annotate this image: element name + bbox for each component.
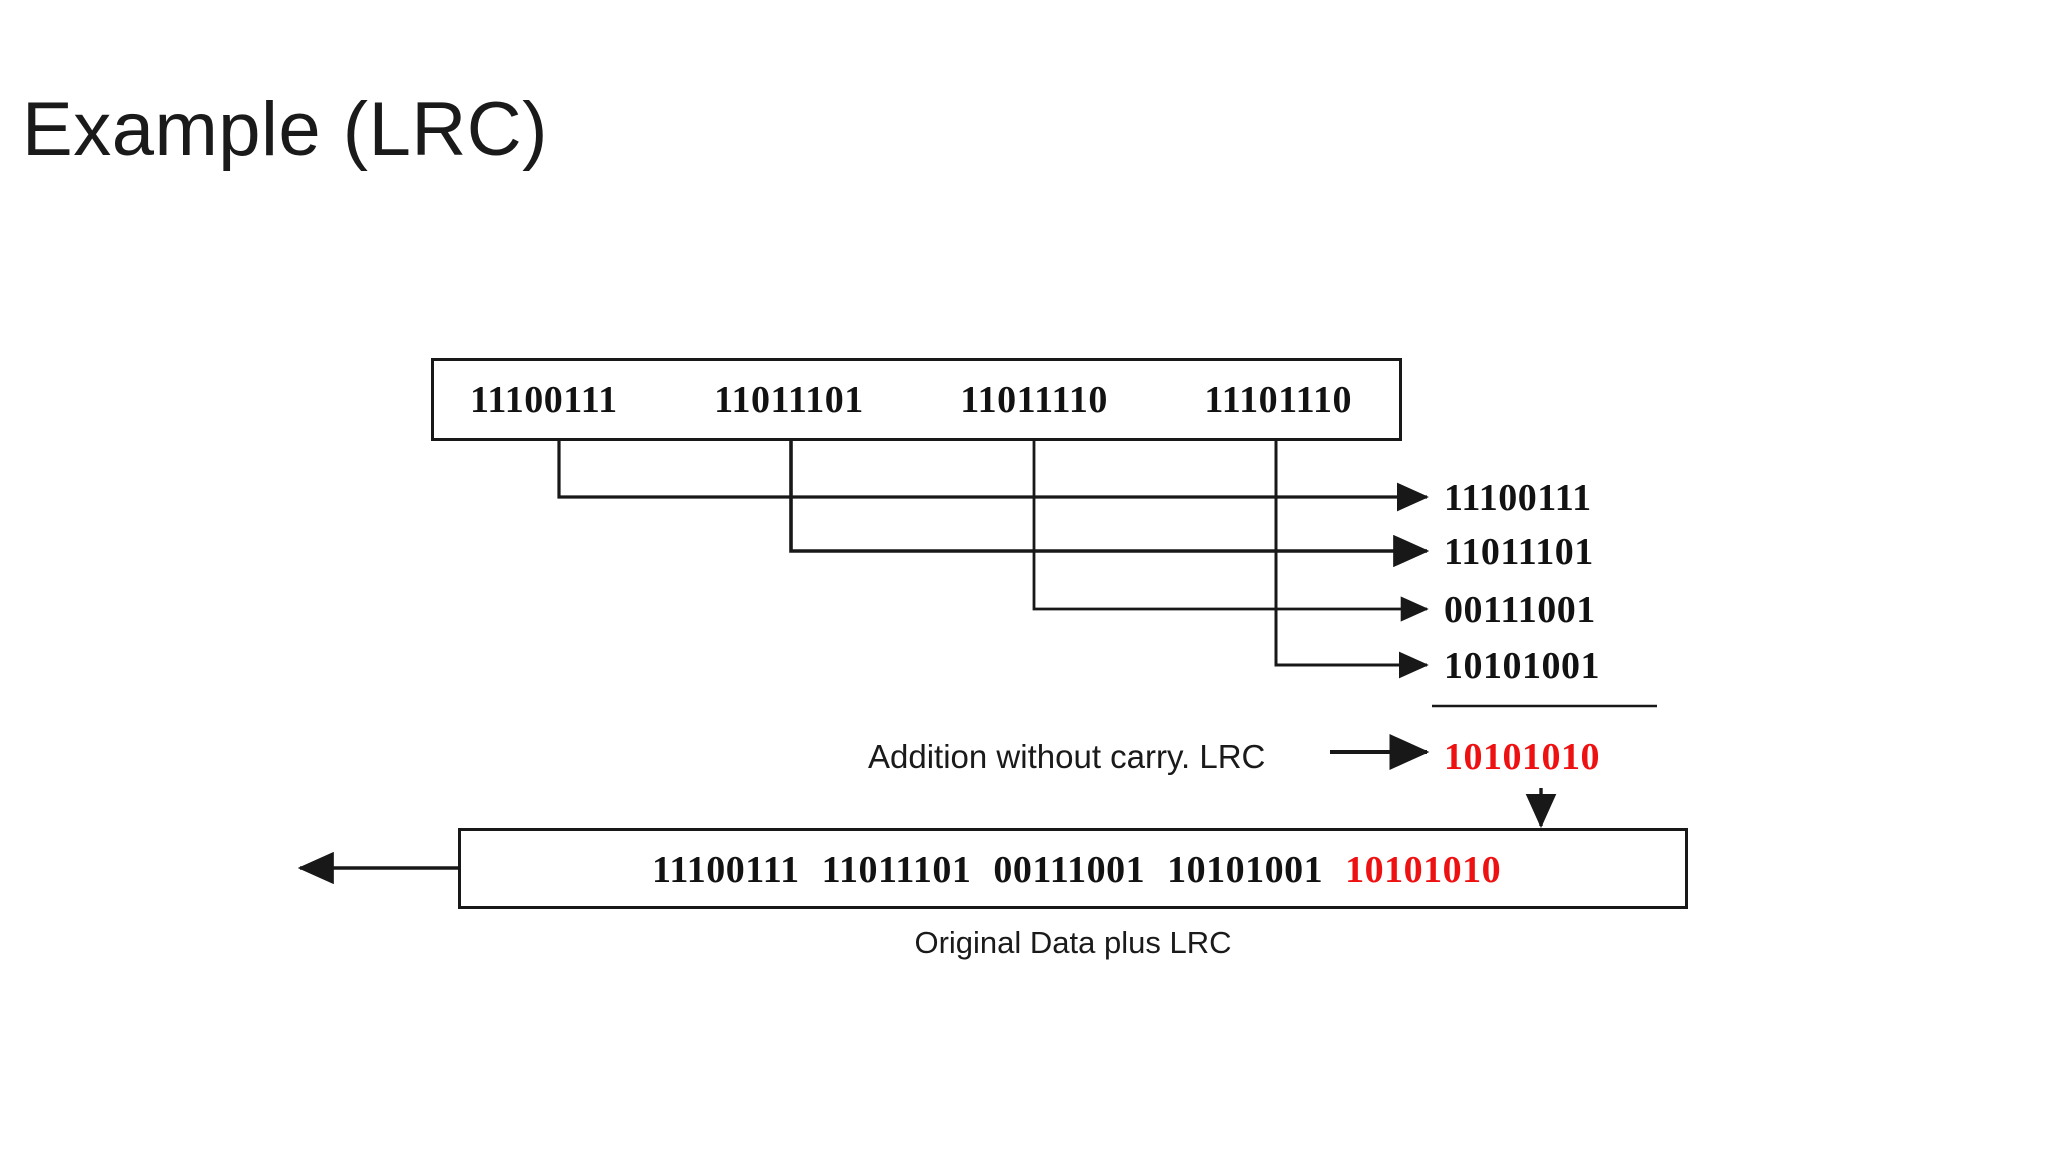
connector-word-1 — [557, 441, 1429, 512]
frame-data-word: 11011101 — [821, 849, 972, 891]
frame-with-lrc-box — [458, 828, 1688, 909]
original-data-words: 11100111 11011101 11011110 11101110 — [470, 378, 1370, 422]
frame-data-word: 11100111 — [652, 849, 800, 891]
row-value: 11011101 — [1444, 531, 1594, 573]
frame-data-word: 00111001 — [993, 849, 1146, 891]
frame-caption: Original Data plus LRC — [914, 925, 1232, 960]
row-value: 00111001 — [1444, 589, 1596, 631]
data-word: 11011101 — [714, 379, 864, 421]
lrc-value: 10101010 — [1444, 736, 1600, 778]
frame-words: 11100111 11011101 00111001 10101001 1010… — [652, 848, 1501, 892]
row-value: 10101001 — [1444, 645, 1600, 687]
connector-word-3 — [1032, 441, 1429, 622]
original-data-box — [431, 358, 1402, 441]
frame-data-word: 10101001 — [1167, 849, 1324, 891]
connector-word-4 — [1274, 441, 1429, 679]
data-word: 11101110 — [1204, 379, 1352, 421]
page-title: Example (LRC) — [22, 87, 548, 172]
data-word: 11100111 — [470, 379, 618, 421]
row-value: 11100111 — [1444, 477, 1592, 519]
data-word: 11011110 — [960, 379, 1108, 421]
lrc-label: Addition without carry. LRC — [868, 738, 1266, 775]
frame-lrc-word: 10101010 — [1345, 849, 1502, 891]
connector-word-2 — [789, 441, 1430, 568]
